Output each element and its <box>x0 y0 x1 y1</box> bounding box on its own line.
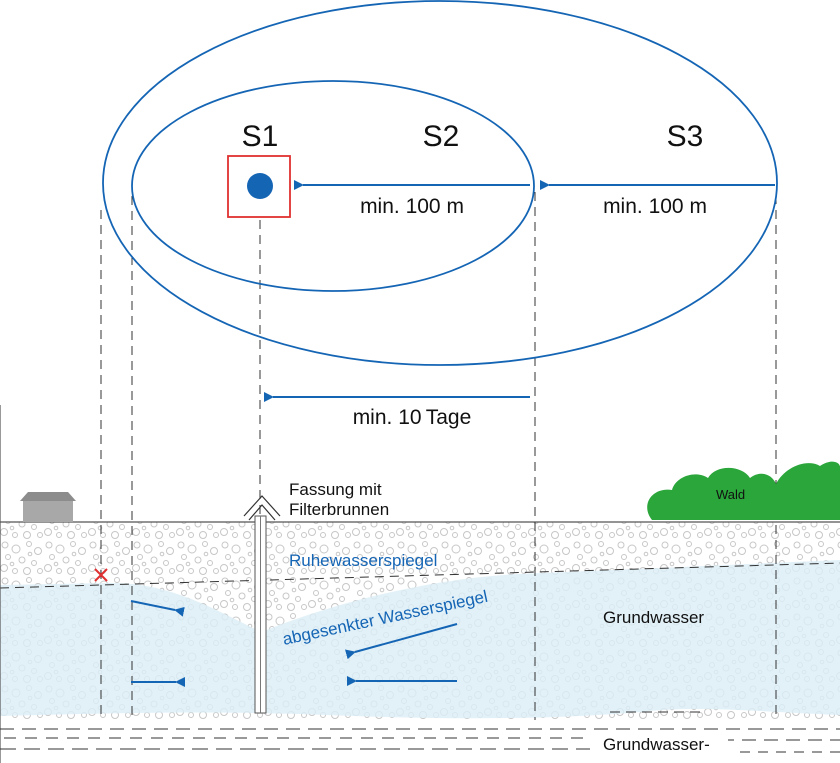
projection-lines <box>100 192 777 720</box>
distance-s2-s3-label: min. 100 m <box>603 195 707 218</box>
well-point-icon <box>247 173 273 199</box>
aquiclude-layer <box>0 711 840 753</box>
flow-arrow-upper-right <box>344 623 458 660</box>
groundwater-bottom-label: Grundwasser- <box>603 735 710 754</box>
zone-s3-ellipse <box>102 0 778 366</box>
zone-s3-label: S3 <box>667 120 704 153</box>
flow-arrow-upper-left <box>130 600 185 617</box>
groundwater-body <box>0 560 840 719</box>
zone-s2-label: S2 <box>423 120 460 153</box>
distance-s1-s2-label: min. 100 m <box>360 195 464 218</box>
cross-marker-icon <box>94 568 108 582</box>
fassung-label-line1: Fassung mit <box>289 480 382 499</box>
fassung-label-line2: Filterbrunnen <box>289 500 389 519</box>
forest-label: Wald <box>716 487 745 502</box>
ground-section <box>0 405 840 763</box>
bottom-label-background <box>598 731 728 757</box>
rest-water-level-line <box>0 562 840 589</box>
groundwater-label: Grundwasser <box>603 608 704 627</box>
filter-well-icon <box>243 495 281 714</box>
rest-water-level-label: Ruhewasserspiegel <box>289 551 437 570</box>
house-icon <box>20 492 76 522</box>
travel-time-label: min. 10 Tage <box>353 406 472 429</box>
forest-icon <box>647 461 840 520</box>
zone-s2-ellipse <box>131 80 535 292</box>
zone-s1-label: S1 <box>242 120 279 153</box>
